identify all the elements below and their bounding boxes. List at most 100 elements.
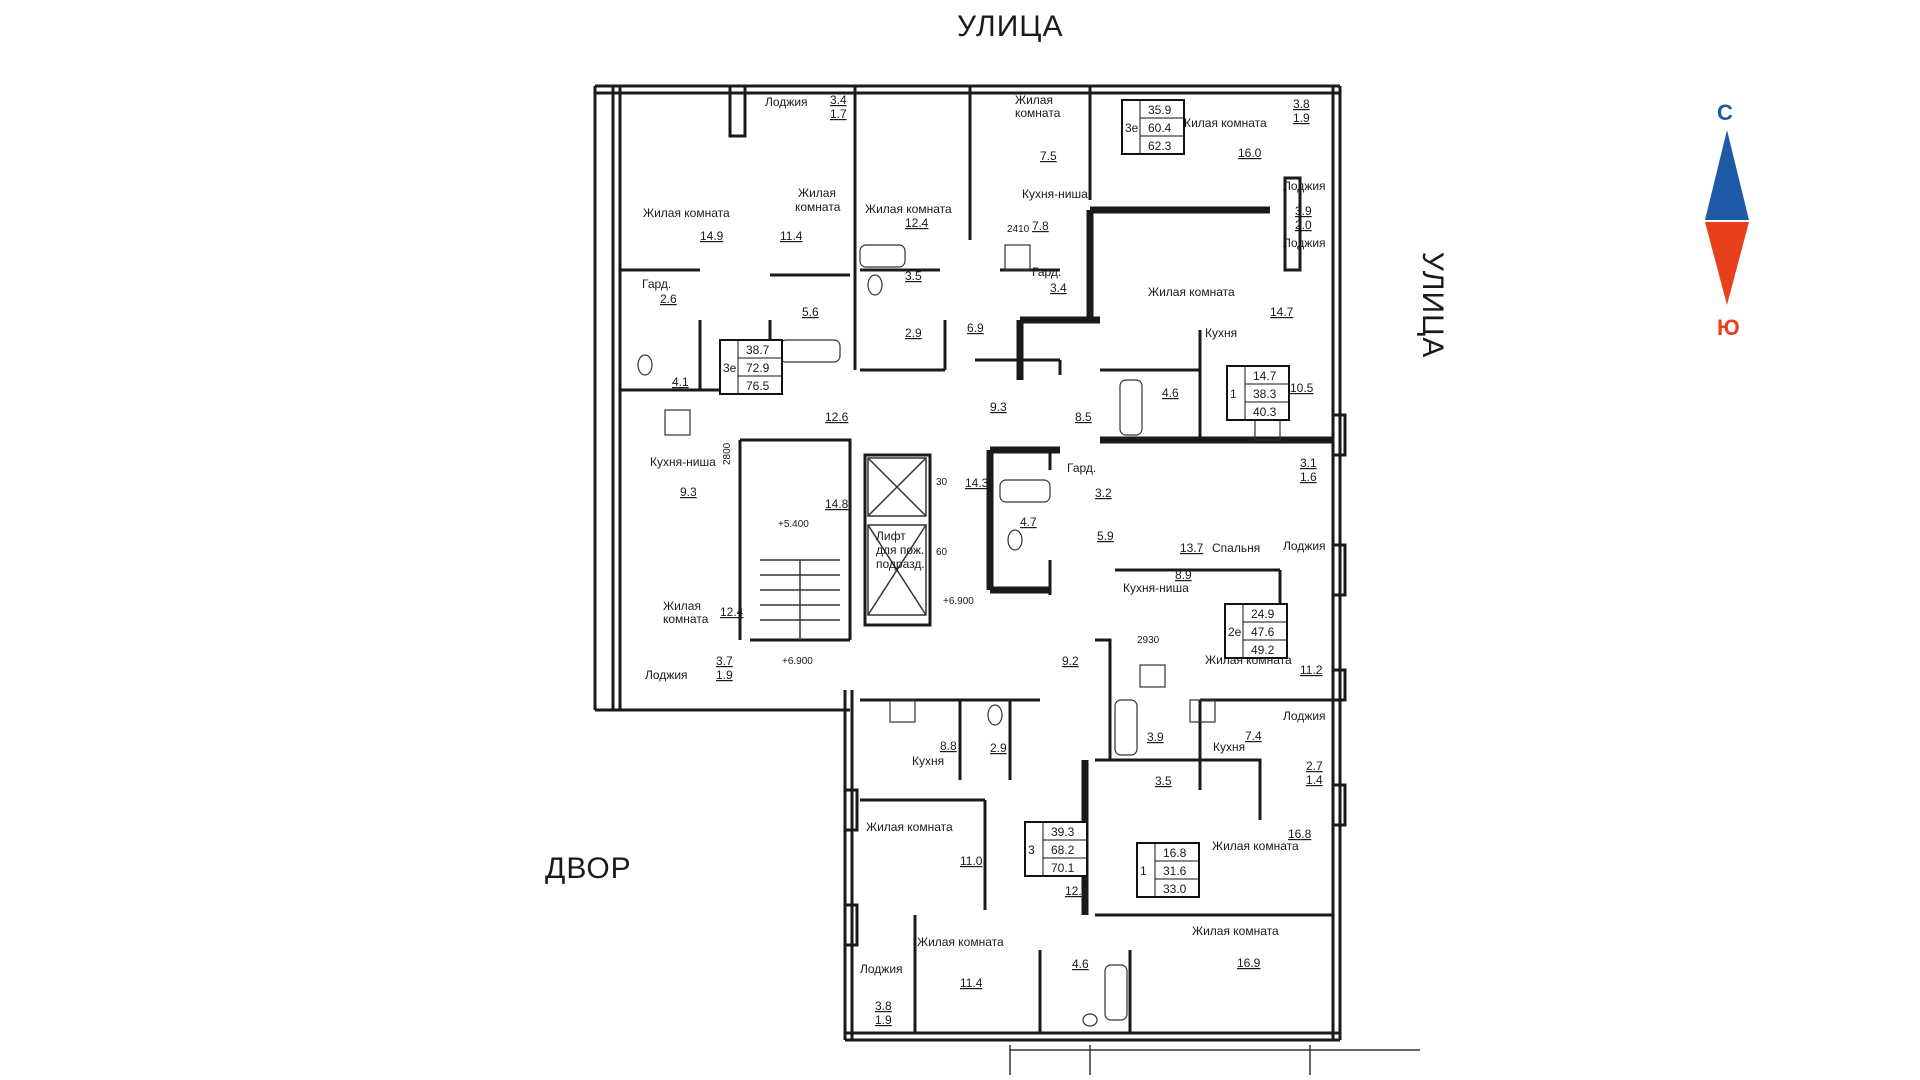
apartment-area-value: 31.6 <box>1163 864 1187 878</box>
int-wall-bottom-2 <box>913 913 1333 1033</box>
room-label: Кухня-ниша <box>1123 581 1189 595</box>
stove-1 <box>664 409 691 436</box>
room-label: для пож. <box>876 543 924 557</box>
room-label: 10.5 <box>1290 381 1314 395</box>
toilet-5 <box>1082 1013 1098 1027</box>
apartment-area-value: 62.3 <box>1148 139 1172 153</box>
room-label: 16.0 <box>1238 146 1262 160</box>
apartment-area-value: 24.9 <box>1251 607 1275 621</box>
room-label: 16.9 <box>1237 956 1261 970</box>
int-wall-stair <box>738 438 852 642</box>
room-label: 14.3 <box>965 476 989 490</box>
bathtub-5 <box>1114 699 1138 756</box>
room-label: 7.5 <box>1040 149 1057 163</box>
room-label: 11.0 <box>960 854 983 868</box>
toilet-1 <box>637 354 653 376</box>
loggia-bottom-left-2 <box>843 903 859 947</box>
room-label: Жилая комната <box>917 935 1004 949</box>
stove-6 <box>1189 699 1216 723</box>
compass-north-arrow <box>1705 130 1749 220</box>
room-label: 2.9 <box>905 326 922 340</box>
loggia-top <box>728 84 747 138</box>
loggia-right-5 <box>1331 413 1347 457</box>
compass-south-arrow <box>1705 222 1749 305</box>
room-label: Жилая комната <box>643 206 730 220</box>
room-label: 3.4 <box>830 93 847 107</box>
apartment-rooms: 3е <box>723 361 737 375</box>
room-label: 7.4 <box>1245 729 1262 743</box>
room-label: Жилая комната <box>1212 839 1299 853</box>
room-label: 60 <box>936 547 948 558</box>
room-label: Кухня <box>1205 326 1237 340</box>
room-label: 1.7 <box>830 107 847 121</box>
room-label: Гард. <box>642 277 671 291</box>
toilet-3 <box>1007 529 1023 551</box>
apartment-box-frame <box>1136 842 1200 898</box>
room-label: 2800 <box>722 442 733 465</box>
apartment-area-value: 38.3 <box>1253 387 1277 401</box>
toilet-4 <box>987 704 1003 726</box>
elevator-2-cross <box>867 524 927 616</box>
apartment-area-value: 70.1 <box>1051 861 1075 875</box>
apartment-rooms: 3 <box>1028 843 1035 857</box>
int-wall-right-mid <box>1095 638 1262 820</box>
stove-4 <box>1139 664 1166 688</box>
apartment-rooms: 3е <box>1125 121 1139 135</box>
room-label: 3.4 <box>1050 281 1067 295</box>
room-label: 3.9 <box>1147 730 1164 744</box>
room-label: 14.8 <box>825 497 849 511</box>
apartment-box-frame <box>1121 99 1185 155</box>
room-label: Кухня-ниша <box>1022 187 1088 201</box>
toilet-2 <box>867 274 883 296</box>
room-label: 3.9 <box>1295 204 1312 218</box>
apartment-area-value: 68.2 <box>1051 843 1075 857</box>
loggia-right-3 <box>1331 668 1347 702</box>
room-label: Кухня <box>1213 740 1245 754</box>
int-wall-thick-3 <box>986 446 1060 594</box>
compass-north-label: С <box>1717 100 1733 125</box>
room-label: 3.8 <box>875 999 892 1013</box>
room-label: 1.6 <box>1300 470 1317 484</box>
room-label: Кухня <box>912 754 944 768</box>
room-label: 3.2 <box>1095 486 1112 500</box>
room-label: 12.4 <box>720 605 744 619</box>
room-label: комната <box>795 200 841 214</box>
room-label: 3.5 <box>905 269 922 283</box>
int-wall-bottom-left-2 <box>860 798 987 910</box>
room-label: 2.9 <box>990 741 1007 755</box>
apartment-box-frame <box>719 339 783 395</box>
apartment-rooms: 1 <box>1230 387 1237 401</box>
room-label: 4.1 <box>672 375 689 389</box>
room-label: 14.7 <box>1270 305 1294 319</box>
room-label: 13.7 <box>1180 541 1204 555</box>
room-label: комната <box>1015 106 1061 120</box>
apartment-box-frame <box>1024 821 1088 877</box>
stairs <box>760 559 840 640</box>
int-wall-right-low <box>1198 698 1333 790</box>
apartment-box-frame <box>1224 603 1288 659</box>
room-label: 1.9 <box>1293 111 1310 125</box>
outer-walls <box>593 84 1420 1075</box>
bathtub-2 <box>779 339 841 363</box>
room-label: 5.6 <box>802 305 819 319</box>
apartment-rooms: 1 <box>1140 864 1147 878</box>
loggia-right-4 <box>1331 783 1347 827</box>
room-label: Лоджия <box>1283 236 1326 250</box>
int-wall-bath-right <box>1100 330 1202 440</box>
room-label: 4.7 <box>1020 515 1037 529</box>
room-label: 8.5 <box>1075 410 1092 424</box>
apartment-area-value: 47.6 <box>1251 625 1275 639</box>
room-label: 4.6 <box>1072 957 1089 971</box>
room-label: 3.8 <box>1293 97 1310 111</box>
int-wall-thick-1 <box>1016 206 1270 380</box>
room-label: +6.900 <box>943 596 974 607</box>
room-label: 2.0 <box>1295 218 1312 232</box>
apartment-area-value: 40.3 <box>1253 405 1277 419</box>
room-label: 2410 <box>1007 224 1030 235</box>
room-label: 11.4 <box>780 229 803 243</box>
core <box>760 457 927 640</box>
room-label: комната <box>663 612 709 626</box>
room-label: 3.1 <box>1300 456 1317 470</box>
